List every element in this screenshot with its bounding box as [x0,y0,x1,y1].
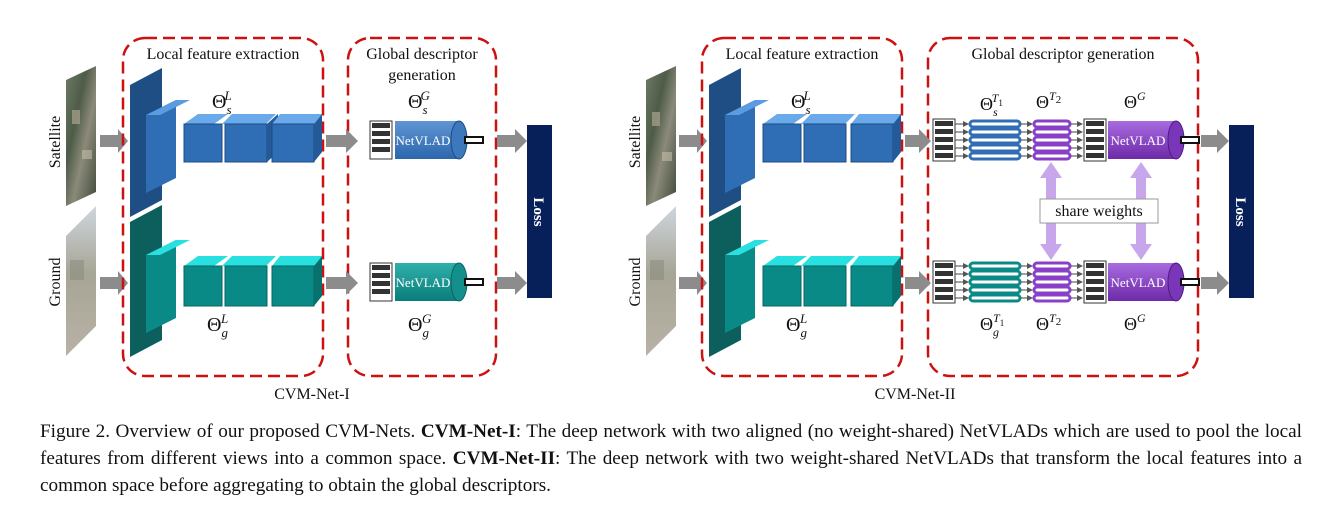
netvlad-label-gnd-right: NetVLAD [1111,275,1166,290]
cvm-net-ii-label: CVM-Net-II [875,386,956,403]
netvlad-block-sat [395,120,468,160]
transform-2-block-sat [1032,119,1072,161]
global-descriptor-title-right: Global descriptor generation [971,46,1154,63]
netvlad-block-gnd [395,262,468,302]
transform-2-block-gnd [1032,261,1072,303]
cvm-net-ii-diagram: Satellite Ground Local feature extractio… [627,36,1254,403]
caption-figure-label: Figure 2. Overview of our proposed CVM-N… [40,421,421,442]
feature-stack-gnd [369,262,393,302]
arrow-sat-input-right [679,129,707,153]
loss-block-left [527,125,552,298]
satellite-image-right [646,66,676,206]
loss-block-right [1229,125,1254,298]
theta-g-L-right: ΘgL [786,311,807,340]
cvm-net-i-label: CVM-Net-I [274,386,350,403]
transform-links-gnd-1 [955,263,969,301]
arrow-gnd-to-loss-right [1201,271,1229,295]
global-descriptor-title-2: generation [388,67,456,84]
arrow-sat-to-global-right [905,129,931,153]
netvlad-block-sat-right [1108,120,1185,160]
theta-T2-bottom: ΘT2 [1036,311,1061,334]
descriptor-sat [464,136,484,144]
cvm-net-i-diagram: Satellite Ground Local feature extractio… [47,36,552,403]
figure-caption: Figure 2. Overview of our proposed CVM-N… [40,418,1302,499]
transform-links-gnd-3 [1071,263,1083,301]
satellite-image [66,66,96,206]
theta-T2-top: ΘT2 [1036,89,1061,112]
theta-g-T1: ΘgT1 [980,311,1004,339]
feature-stack-gnd-right-2 [1083,260,1107,304]
feature-stack-sat-right-2 [1083,118,1107,162]
arrow-gnd-to-global [326,271,358,295]
netvlad-label-sat: NetVLAD [396,133,451,148]
caption-cvm-net-i: CVM-Net-I [420,421,516,442]
loss-label-left: Loss [530,197,546,226]
netvlad-block-gnd-right [1108,262,1185,302]
netvlad-label-gnd: NetVLAD [396,275,451,290]
cnn-satellite [130,68,322,217]
transform-links-sat-3 [1071,121,1083,159]
satellite-label: Satellite [47,116,64,168]
local-feature-region [121,36,325,378]
transform-links-gnd-2 [1021,263,1033,301]
global-descriptor-title-1: Global descriptor [366,46,478,63]
theta-s-L: ΘsL [212,88,232,117]
transform-g1-block [968,261,1022,303]
arrow-sat-to-global [326,129,358,153]
theta-G-bottom: ΘG [1124,311,1146,334]
theta-g-G: ΘgG [408,311,432,340]
ground-label: Ground [47,258,64,307]
cnn-satellite-right [709,68,901,217]
descriptor-gnd [464,278,484,286]
ground-label-right: Ground [627,258,644,307]
caption-text-2: : The deep network with two weight-share… [40,448,1302,496]
transform-links-sat-1 [955,121,969,159]
transform-s1-block [968,119,1022,161]
arrow-sat-to-loss-right [1201,129,1229,153]
caption-text-1: : The deep network with two aligned (no … [40,421,1302,469]
loss-label-right: Loss [1232,197,1248,226]
transform-links-sat-2 [1021,121,1033,159]
feature-stack-gnd-right [932,260,956,304]
arrow-gnd-input [100,271,128,295]
theta-s-T1: ΘsT1 [980,91,1003,119]
satellite-label-right: Satellite [627,116,644,168]
cnn-ground-right [709,205,901,357]
local-feature-region-right [700,36,904,378]
global-descriptor-region-right [926,36,1200,378]
feature-stack-sat [369,120,393,160]
theta-g-L: ΘgL [207,311,228,340]
arrow-gnd-to-global-right [905,271,931,295]
arrow-gnd-to-loss [497,271,527,295]
theta-G-top: ΘG [1124,89,1146,112]
theta-s-G: ΘsG [408,88,431,117]
share-weights-box [1039,198,1159,224]
local-feature-title-right: Local feature extraction [726,46,879,63]
descriptor-gnd-right [1180,278,1200,286]
arrow-gnd-input-right [679,271,707,295]
arrow-sat-input [100,129,128,153]
theta-s-L-right: ΘsL [791,88,811,117]
netvlad-label-sat-right: NetVLAD [1111,133,1166,148]
caption-cvm-net-ii: CVM-Net-II [452,448,556,469]
arrow-sat-to-loss [497,129,527,153]
descriptor-sat-right [1180,136,1200,144]
cnn-ground [130,205,322,357]
local-feature-title: Local feature extraction [147,46,300,63]
share-weights-label: share weights [1055,203,1143,220]
ground-image-right [646,206,676,356]
feature-stack-sat-right [932,118,956,162]
ground-image [66,206,96,356]
